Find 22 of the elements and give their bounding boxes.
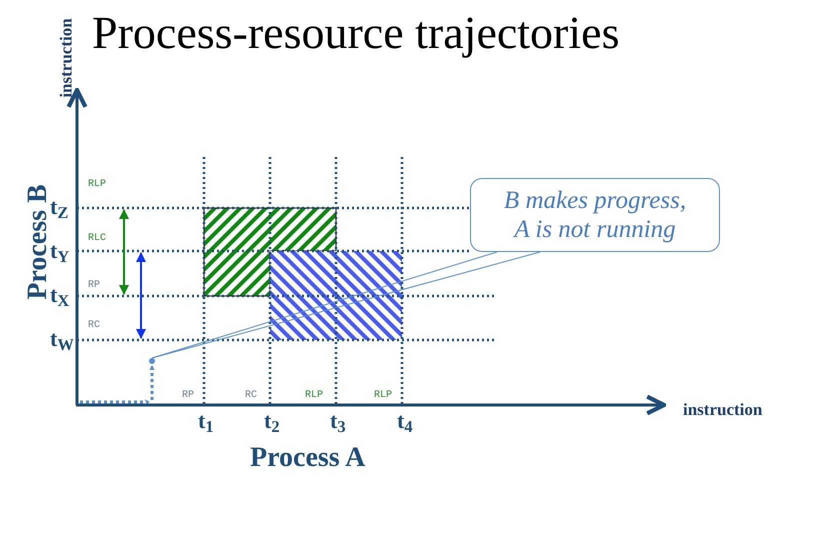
tick-label: t$_{4}$ — [397, 410, 413, 432]
axis-label: instruction — [58, 18, 74, 98]
tick-label: t$_{1}$ — [198, 410, 214, 432]
axis-label: Process A — [250, 444, 366, 472]
tick-label: t$_{W}$ — [50, 328, 74, 350]
tick-label: t$_{X}$ — [50, 284, 70, 306]
resource-label: RLP — [305, 391, 324, 401]
resource-label: RLC — [88, 234, 106, 244]
resource-label: RLP — [374, 391, 392, 401]
title: Process-resource trajectories — [92, 6, 620, 60]
axis-label: instruction — [683, 401, 762, 418]
tick-label: t$_{Z}$ — [50, 196, 68, 218]
resource-label: RLP — [88, 180, 106, 190]
resource-label: RC — [88, 321, 100, 331]
tick-label: t$_{3}$ — [330, 410, 346, 432]
resource-label: RP — [88, 281, 100, 291]
resource-label: RP — [182, 391, 194, 401]
trajectory-point — [149, 358, 155, 364]
tick-label: t$_{2}$ — [264, 410, 280, 432]
resource-label: RC — [245, 391, 258, 401]
tick-label: t$_{Y}$ — [50, 240, 70, 262]
callout-bubble: B makes progress, A is not running — [470, 178, 720, 252]
